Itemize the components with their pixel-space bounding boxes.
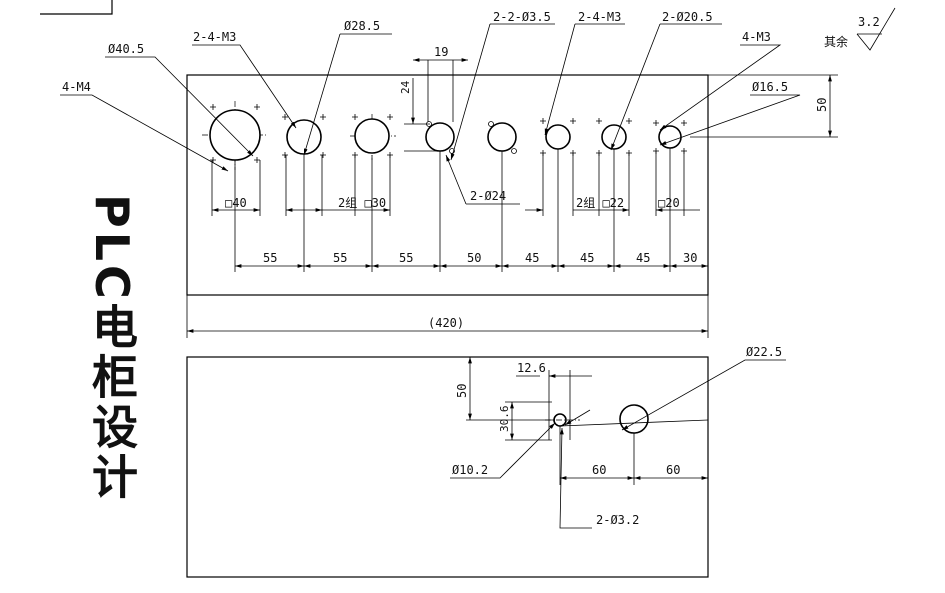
spacing-label-7: 45 [636, 251, 650, 265]
square-dims [211, 151, 700, 216]
label-sq40: □40 [225, 196, 247, 210]
spacing-chain [234, 148, 709, 272]
hole-2 [282, 114, 326, 158]
label-total: (420) [428, 316, 464, 330]
svg-text:其余: 其余 [824, 34, 848, 49]
label-30-6: 30.6 [498, 406, 511, 433]
label-d10-2: Ø10.2 [452, 463, 488, 477]
spacing-label-2: 55 [333, 251, 347, 265]
label-d22-5: Ø22.5 [746, 345, 782, 359]
spacing-label-1: 55 [263, 251, 277, 265]
dim-overall [186, 295, 709, 338]
side-dims [466, 357, 709, 485]
label-19: 19 [434, 45, 448, 59]
side-panel-outline [186, 356, 709, 578]
label-sq22: 2组 □22 [576, 196, 624, 210]
hole-1 [202, 101, 268, 170]
front-leaders [60, 23, 801, 205]
label-d40-5: Ø40.5 [108, 42, 144, 56]
label-2-4-m3-a: 2-4-M3 [193, 30, 236, 44]
hole-3 [350, 114, 396, 160]
surface-finish-symbol: 3.2 其余 [824, 7, 896, 51]
label-50-right: 50 [815, 98, 829, 112]
hole-4 [425, 121, 455, 154]
spacing-label-4: 50 [467, 251, 481, 265]
label-2-d20-5: 2-Ø20.5 [662, 10, 713, 24]
label-2-4-m3-b: 2-4-M3 [578, 10, 621, 24]
drawing-title: PLC电柜设计 [85, 194, 139, 503]
label-12-6: 12.6 [517, 361, 546, 375]
label-4-m4: 4-M4 [62, 80, 91, 94]
spacing-label-6: 45 [580, 251, 594, 265]
label-sq20: □20 [658, 196, 680, 210]
label-d28-5: Ø28.5 [344, 19, 380, 33]
spacing-label-3: 55 [399, 251, 413, 265]
dim-50-right [690, 74, 838, 138]
label-2-d3-2: 2-Ø3.2 [596, 513, 639, 527]
label-2-2-d3-5: 2-2-Ø3.5 [493, 10, 551, 24]
label-50-side: 50 [455, 384, 469, 398]
dim-19-24 [404, 58, 468, 152]
spacing-label-8: 30 [683, 251, 697, 265]
label-24: 24 [399, 80, 412, 94]
front-panel-outline [186, 74, 709, 296]
hole-5 [487, 121, 517, 154]
label-sq30: 2组 □30 [338, 196, 386, 210]
label-d16-5: Ø16.5 [752, 80, 788, 94]
label-60-b: 60 [666, 463, 680, 477]
label-60-a: 60 [592, 463, 606, 477]
svg-text:3.2: 3.2 [858, 15, 880, 29]
label-4-m3: 4-M3 [742, 30, 771, 44]
frame-corner [40, 0, 113, 15]
label-2-d24: 2-Ø24 [470, 189, 506, 203]
side-leaders [450, 359, 786, 529]
spacing-label-5: 45 [525, 251, 539, 265]
